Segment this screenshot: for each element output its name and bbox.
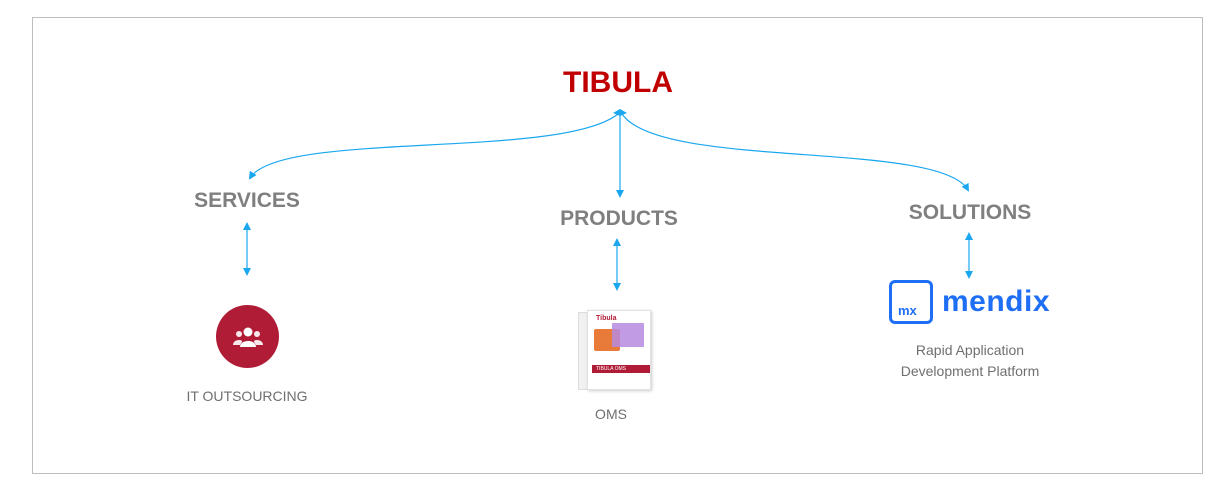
root-title: TIBULA xyxy=(563,66,673,99)
people-group-icon xyxy=(216,305,279,368)
oms-caption: OMS xyxy=(595,406,627,422)
diagram-frame xyxy=(32,17,1203,474)
root-node-dot xyxy=(613,109,627,116)
it-outsourcing-caption: IT OUTSOURCING xyxy=(186,388,308,404)
mx-logo-mark: mx xyxy=(889,280,933,324)
product-box-icon: Tibula TIBULA OMS xyxy=(578,310,651,390)
mendix-caption: Rapid Application Development Platform xyxy=(900,342,1040,379)
category-products: PRODUCTS xyxy=(560,207,678,230)
connector-root-services xyxy=(248,113,619,180)
category-services: SERVICES xyxy=(194,189,300,212)
connector-root-solutions xyxy=(621,113,969,192)
category-solutions: SOLUTIONS xyxy=(908,201,1032,224)
mendix-logo: mx mendix xyxy=(889,280,1050,324)
